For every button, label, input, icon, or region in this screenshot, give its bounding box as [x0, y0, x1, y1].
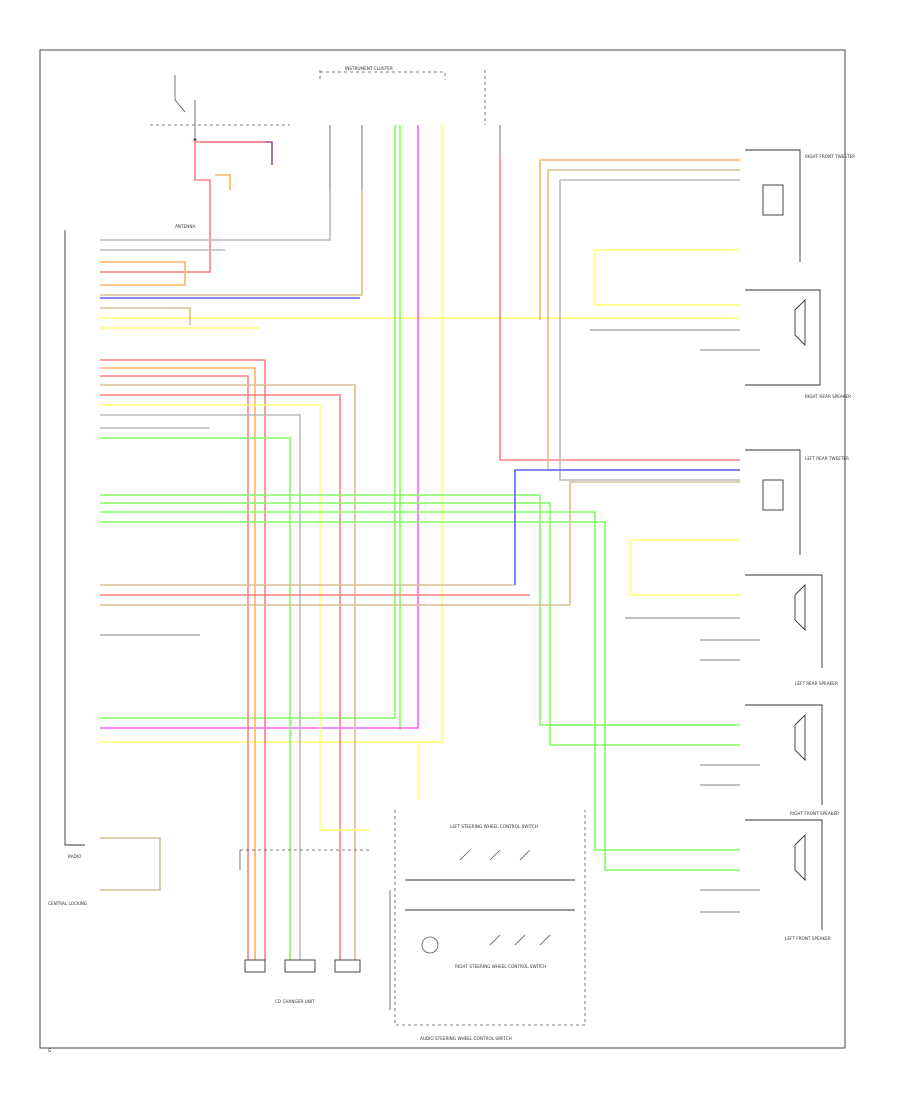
diagram-border [39, 49, 846, 1049]
left-front-speaker: LEFT FRONT SPEAKER [745, 819, 831, 941]
left-rear-speaker: LEFT REAR SPEAKER [745, 574, 838, 686]
wire-red-c2b [100, 375, 249, 960]
wire-gray-c1 [100, 190, 331, 241]
upper-right-connector [484, 70, 501, 155]
wire-gray-c2 [100, 414, 301, 960]
wire-yellow-v [100, 125, 443, 743]
right-front-speaker-label: RIGHT FRONT SPEAKER [790, 811, 839, 816]
left-rear-speaker-label: LEFT REAR SPEAKER [795, 681, 838, 686]
radio-unit: RADIO [64, 230, 85, 859]
wire-red-rf [499, 155, 740, 461]
wire-green-c2 [100, 437, 291, 960]
wire-yellow-lr [629, 539, 740, 596]
wire-orange-top [100, 174, 231, 286]
radio-label: RADIO [68, 854, 82, 859]
gnd-rf [700, 764, 760, 786]
left-rear-tweeter-label: LEFT REAR TWEETER [805, 456, 849, 461]
steering-switch-label: AUDIO STEERING WHEEL CONTROL SWITCH [420, 1036, 512, 1041]
wire-red-c2 [100, 359, 266, 960]
wire-yellow-c2 [100, 404, 370, 831]
left-rear-tweeter: LEFT REAR TWEETER [745, 449, 849, 555]
wire-red-c2c [100, 394, 341, 960]
cd-changer: CD CHANGER UNIT [239, 849, 370, 1004]
right-front-speaker: RIGHT FRONT SPEAKER [745, 704, 839, 816]
cd-changer-label: CD CHANGER UNIT [275, 999, 315, 1004]
wire-tan-c2 [100, 384, 356, 960]
antenna-label: ANTENNA [175, 224, 195, 229]
steering-wheel-switch: LEFT STEERING WHEEL CONTROL SWITCH RIGHT… [394, 810, 586, 1041]
left-switch-label: LEFT STEERING WHEEL CONTROL SWITCH [450, 824, 538, 829]
wire-gray-rf [559, 179, 740, 481]
wire-purple-pd [200, 141, 273, 165]
right-front-tweeter: RIGHT FRONT TWEETER [745, 149, 855, 262]
wire-green-1 [100, 125, 396, 719]
wire-yellow-swc [417, 741, 442, 800]
wire-tan-c1b [100, 307, 191, 325]
wire-red-power [100, 140, 211, 273]
left-front-speaker-label: LEFT FRONT SPEAKER [785, 936, 831, 941]
right-rear-speaker-label: RIGHT REAR SPEAKER [805, 394, 851, 399]
wire-tan-c1 [100, 190, 363, 296]
central-locking-label: CENTRAL LOCKING [48, 901, 87, 906]
instrument-cluster-label: INSTRUMENT CLUSTER [345, 66, 393, 71]
right-switch-label: RIGHT STEERING WHEEL CONTROL SWITCH [455, 964, 546, 969]
ground-label: G [48, 1048, 51, 1053]
instrument-cluster: INSTRUMENT CLUSTER [319, 66, 446, 190]
wire-green-c3c [100, 511, 740, 851]
right-front-tweeter-label: RIGHT FRONT TWEETER [805, 154, 855, 159]
gnd-lf [700, 889, 760, 913]
wire-orange-c2 [100, 367, 256, 960]
wire-tan-rf [547, 169, 740, 471]
right-rear-speaker: RIGHT REAR SPEAKER [745, 289, 851, 399]
wire-green-c3d [100, 521, 740, 871]
wire-green-c3a [100, 494, 740, 726]
wire-orange-rf [539, 159, 740, 320]
wire-tan-lr [569, 481, 740, 605]
wire-blue-lr [514, 469, 740, 585]
wire-yellow-rr [594, 249, 740, 306]
wire-green-c3b [100, 502, 740, 746]
central-locking: CENTRAL LOCKING [48, 837, 161, 906]
wire-magenta [100, 125, 419, 729]
fuse-block [150, 75, 290, 142]
